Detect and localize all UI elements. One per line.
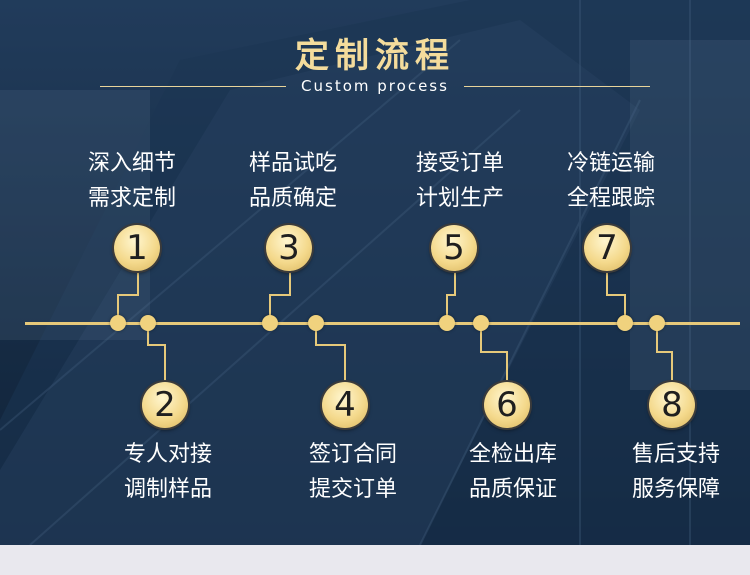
step-4-number-badge: 4: [322, 382, 368, 428]
step-2-line2: 调制样品: [123, 477, 212, 502]
footer-strip: [0, 545, 750, 575]
step-2-label: 专人对接 调制样品: [98, 437, 238, 507]
connector-6: [480, 323, 508, 382]
step-5-label: 接受订单 计划生产: [390, 146, 530, 216]
step-4-line2: 提交订单: [308, 477, 397, 502]
timeline-bar: [25, 322, 740, 325]
step-7-number-badge: 7: [584, 225, 630, 271]
step-connectors: [117, 268, 673, 382]
connector-1: [117, 268, 139, 323]
step-8-label: 售后支持 服务保障: [606, 437, 746, 507]
process-banner: 定制流程 Custom process 深入细节 需求定制 样品试吃 品质确定 …: [0, 0, 750, 545]
step-1-label: 深入细节 需求定制: [62, 146, 202, 216]
connector-7: [606, 268, 626, 323]
step-7-line1: 冷链运输: [566, 151, 655, 176]
step-3-label: 样品试吃 品质确定: [223, 146, 363, 216]
step-6-line2: 品质保证: [468, 477, 557, 502]
step-7-label: 冷链运输 全程跟踪: [541, 146, 681, 216]
step-2-number-badge: 2: [142, 382, 188, 428]
step-8-line1: 售后支持: [631, 442, 720, 467]
step-7-line2: 全程跟踪: [566, 186, 655, 211]
step-4-line1: 签订合同: [308, 442, 397, 467]
step-3-line2: 品质确定: [248, 186, 337, 211]
step-3-number-badge: 3: [266, 225, 312, 271]
step-8-number-badge: 8: [649, 382, 695, 428]
connector-2: [147, 323, 166, 382]
step-4-label: 签订合同 提交订单: [283, 437, 423, 507]
step-1-line2: 需求定制: [87, 186, 176, 211]
page-subtitle: Custom process: [301, 77, 449, 95]
step-6-line1: 全检出库: [468, 442, 557, 467]
timeline-dot-6: [473, 315, 489, 331]
timeline-dot-3: [262, 315, 278, 331]
step-6-label: 全检出库 品质保证: [443, 437, 583, 507]
timeline-dot-5: [439, 315, 455, 331]
step-1-number-badge: 1: [114, 225, 160, 271]
step-8-line2: 服务保障: [631, 477, 720, 502]
step-6-number-badge: 6: [484, 382, 530, 428]
step-3-line1: 样品试吃: [248, 151, 337, 176]
timeline-dot-2: [140, 315, 156, 331]
connector-3: [269, 268, 291, 323]
timeline-dot-4: [308, 315, 324, 331]
step-1-line1: 深入细节: [87, 151, 176, 176]
step-2-line1: 专人对接: [123, 442, 212, 467]
step-5-line2: 计划生产: [415, 186, 504, 211]
timeline-dot-7: [617, 315, 633, 331]
subtitle-divider-right: [464, 86, 650, 87]
subtitle-divider-left: [100, 86, 286, 87]
connector-4: [315, 323, 346, 382]
connector-5: [446, 268, 456, 323]
timeline-dot-1: [110, 315, 126, 331]
timeline-dot-8: [649, 315, 665, 331]
step-5-line1: 接受订单: [415, 151, 504, 176]
step-5-number-badge: 5: [431, 225, 477, 271]
connector-8: [656, 323, 673, 382]
page-title: 定制流程: [295, 36, 455, 76]
